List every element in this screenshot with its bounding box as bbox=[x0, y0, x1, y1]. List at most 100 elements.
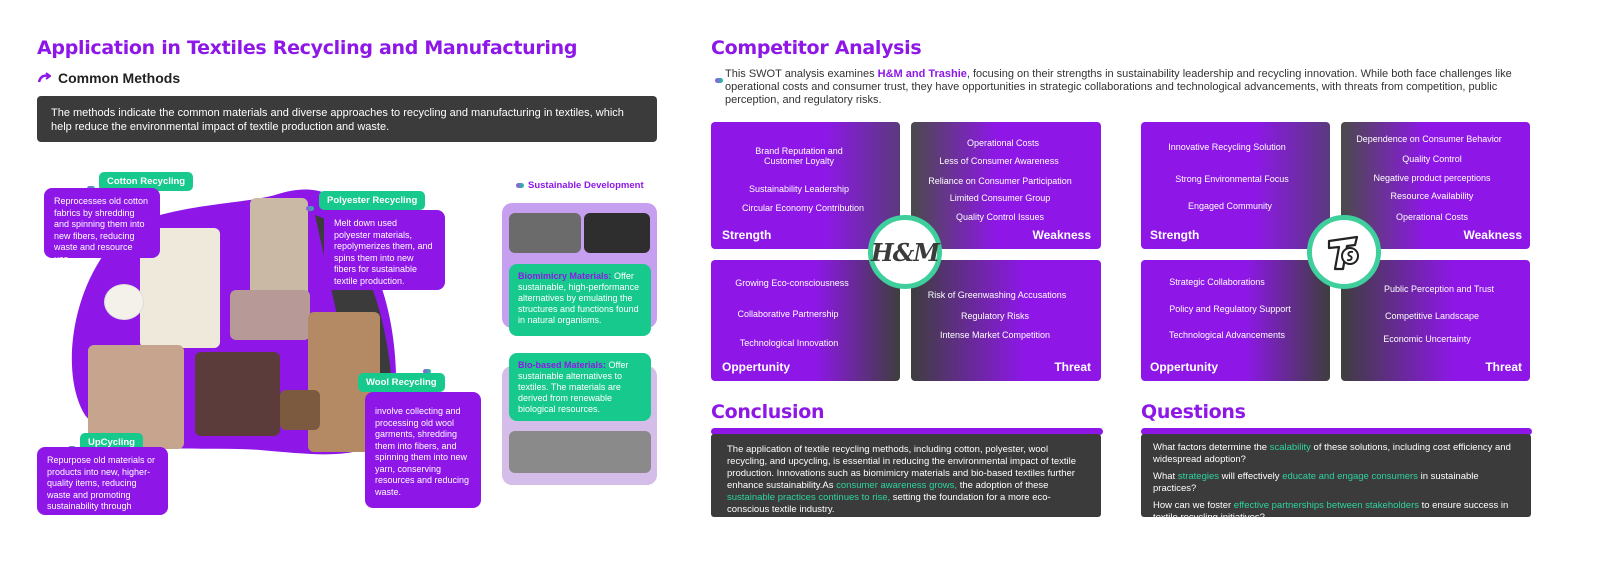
biomimicry-keyword: Biomimicry Materials: bbox=[518, 271, 612, 281]
sustainable-dot-icon bbox=[516, 183, 524, 188]
biomimicry-image-1 bbox=[509, 213, 581, 253]
trashie-weakness-item: Quality Control bbox=[1402, 154, 1462, 164]
polyester-dot-icon bbox=[306, 198, 314, 216]
trashie-threat: Public Perception and Trust Competitive … bbox=[1341, 260, 1530, 381]
hm-weakness-item: Less of Consumer Awareness bbox=[939, 156, 1059, 166]
biobased-keyword: Bio-based Materials: bbox=[518, 360, 607, 370]
q3-h: effective partnerships between stakehold… bbox=[1233, 500, 1419, 511]
q1-h: scalability bbox=[1269, 442, 1311, 453]
hm-strength-item: Circular Economy Contribution bbox=[741, 203, 865, 213]
intro-dot-icon bbox=[715, 70, 723, 88]
hm-opportunity-item: Collaborative Partnership bbox=[737, 309, 839, 319]
trashie-weakness-item: Dependence on Consumer Behavior bbox=[1356, 134, 1502, 144]
question-2: What strategies will effectively educate… bbox=[1153, 471, 1519, 495]
subtitle: Common Methods bbox=[58, 70, 181, 86]
hm-strength-item: Brand Reputation and Customer Loyalty bbox=[755, 146, 843, 166]
biobased-image bbox=[509, 431, 651, 473]
conclusion-h2: sustainable practices continues to rise, bbox=[727, 492, 891, 503]
trashie-threat-item: Public Perception and Trust bbox=[1383, 284, 1495, 294]
cotton-image bbox=[104, 284, 144, 320]
questions-title: Questions bbox=[1141, 401, 1246, 423]
sustainable-heading: Sustainable Development bbox=[516, 180, 644, 191]
trashie-threat-item: Economic Uncertainty bbox=[1383, 334, 1471, 344]
intro-box: The methods indicate the common material… bbox=[37, 96, 657, 142]
hm-logo: H&M bbox=[868, 215, 942, 289]
biomimicry-image-2 bbox=[584, 213, 650, 253]
upcycling-text: Repurpose old materials or products into… bbox=[37, 447, 168, 523]
q2-h: strategies bbox=[1177, 471, 1219, 482]
hm-opportunity-label: Oppertunity bbox=[722, 360, 790, 374]
trashie-weakness-label: Weakness bbox=[1463, 228, 1522, 242]
hm-strength-item: Sustainability Leadership bbox=[748, 184, 850, 194]
q2-a: What bbox=[1153, 471, 1178, 482]
hm-opportunity-item: Technological Innovation bbox=[739, 338, 839, 348]
hm-weakness-item: Reliance on Consumer Participation bbox=[928, 176, 1072, 186]
q2-h2: educate and engage consumers bbox=[1282, 471, 1418, 482]
hm-threat-item: Risk of Greenwashing Accusations bbox=[927, 290, 1067, 300]
trashie-weakness: Dependence on Consumer Behavior Quality … bbox=[1341, 122, 1530, 249]
trashie-opportunity-item: Technological Advancements bbox=[1168, 330, 1286, 340]
swot-intro-a: This SWOT analysis examines bbox=[725, 68, 878, 80]
trashie-strength-item: Engaged Community bbox=[1187, 201, 1273, 211]
polyester-tag: Polyester Recycling bbox=[319, 191, 426, 210]
questions-bar bbox=[1141, 428, 1532, 435]
hoodie-image bbox=[250, 198, 308, 298]
q2-c: in sustainable practices? bbox=[1153, 471, 1479, 494]
q1-a: What factors determine the bbox=[1153, 442, 1270, 453]
trashie-strength-item: Strong Environmental Focus bbox=[1175, 174, 1289, 184]
wool-dot-icon bbox=[423, 361, 431, 379]
trashie-threat-label: Threat bbox=[1485, 360, 1522, 374]
question-1: What factors determine the scalability o… bbox=[1153, 442, 1519, 466]
hm-weakness-label: Weakness bbox=[1032, 228, 1091, 242]
subtitle-row: Common Methods bbox=[37, 70, 180, 86]
hm-weakness-item: Limited Consumer Group bbox=[949, 193, 1051, 203]
biobased-desc: Offer sustainable alternatives to textil… bbox=[518, 360, 629, 414]
polyester-text: Melt down used polyester materials, repo… bbox=[324, 210, 445, 290]
trashie-opportunity-label: Oppertunity bbox=[1150, 360, 1218, 374]
hm-strength-label: Strength bbox=[722, 228, 772, 242]
trashie-strength-item: Innovative Recycling Solution bbox=[1168, 142, 1286, 152]
right-title: Competitor Analysis bbox=[711, 37, 922, 59]
trashie-weakness-item: Negative product perceptions bbox=[1373, 173, 1491, 183]
hm-logo-text: H&M bbox=[871, 237, 940, 267]
hm-opportunity: Growing Eco-consciousness Collaborative … bbox=[711, 260, 900, 381]
wool-tag: Wool Recycling bbox=[358, 373, 445, 392]
q2-b: will effectively bbox=[1219, 471, 1283, 482]
q1-b: of these solutions, including cost effic… bbox=[1153, 442, 1511, 465]
hm-weakness: Operational Costs Less of Consumer Aware… bbox=[911, 122, 1101, 249]
biomimicry-desc: Offer sustainable, high-performance alte… bbox=[518, 271, 640, 325]
hm-strength: Brand Reputation and Customer Loyalty Su… bbox=[711, 122, 900, 249]
trashie-strength-label: Strength bbox=[1150, 228, 1200, 242]
conclusion-p1: The application of textile recycling met… bbox=[727, 444, 1077, 491]
trashie-opportunity-item: Policy and Regulatory Support bbox=[1169, 304, 1291, 314]
trashie-weakness-item: Resource Availability bbox=[1390, 191, 1474, 201]
biobased-text: Bio-based Materials: Offer sustainable a… bbox=[509, 353, 651, 421]
conclusion-h1: consumer awareness grows, bbox=[836, 480, 958, 491]
yarn-image bbox=[230, 290, 310, 340]
hm-threat: Risk of Greenwashing Accusations Regulat… bbox=[911, 260, 1101, 381]
trashie-logo bbox=[1307, 215, 1381, 289]
arrow-curve-icon bbox=[37, 72, 51, 83]
trashie-opportunity-item: Strategic Collaborations bbox=[1169, 277, 1265, 287]
conclusion-p2: the adoption of these bbox=[957, 480, 1049, 491]
hm-threat-item: Regulatory Risks bbox=[960, 311, 1030, 321]
trashie-strength: Innovative Recycling Solution Strong Env… bbox=[1141, 122, 1330, 249]
questions-box: What factors determine the scalability o… bbox=[1141, 434, 1531, 523]
trashie-logo-icon bbox=[1327, 235, 1359, 271]
hm-threat-item: Intense Market Competition bbox=[939, 330, 1051, 340]
left-title: Application in Textiles Recycling and Ma… bbox=[37, 37, 578, 59]
swot-intro-b: , focusing on their strengths in sustain… bbox=[725, 68, 1512, 106]
hm-threat-label: Threat bbox=[1054, 360, 1091, 374]
question-3: How can we foster effective partnerships… bbox=[1153, 500, 1519, 524]
wool-fabric-image bbox=[195, 352, 280, 436]
hm-weakness-item: Operational Costs bbox=[966, 138, 1040, 148]
conclusion-p3: setting the foundation for a more eco-co… bbox=[727, 492, 1051, 515]
trashie-opportunity: Strategic Collaborations Policy and Regu… bbox=[1141, 260, 1330, 381]
cotton-text: Reprocesses old cotton fabrics by shredd… bbox=[44, 188, 160, 264]
swot-intro: This SWOT analysis examines H&M and Tras… bbox=[725, 68, 1525, 107]
q3-a: How can we foster bbox=[1153, 500, 1234, 511]
upcycle-image bbox=[88, 345, 184, 449]
wool-text: involve collecting and processing old wo… bbox=[365, 392, 481, 508]
trashie-weakness-item: Operational Costs bbox=[1395, 212, 1469, 222]
